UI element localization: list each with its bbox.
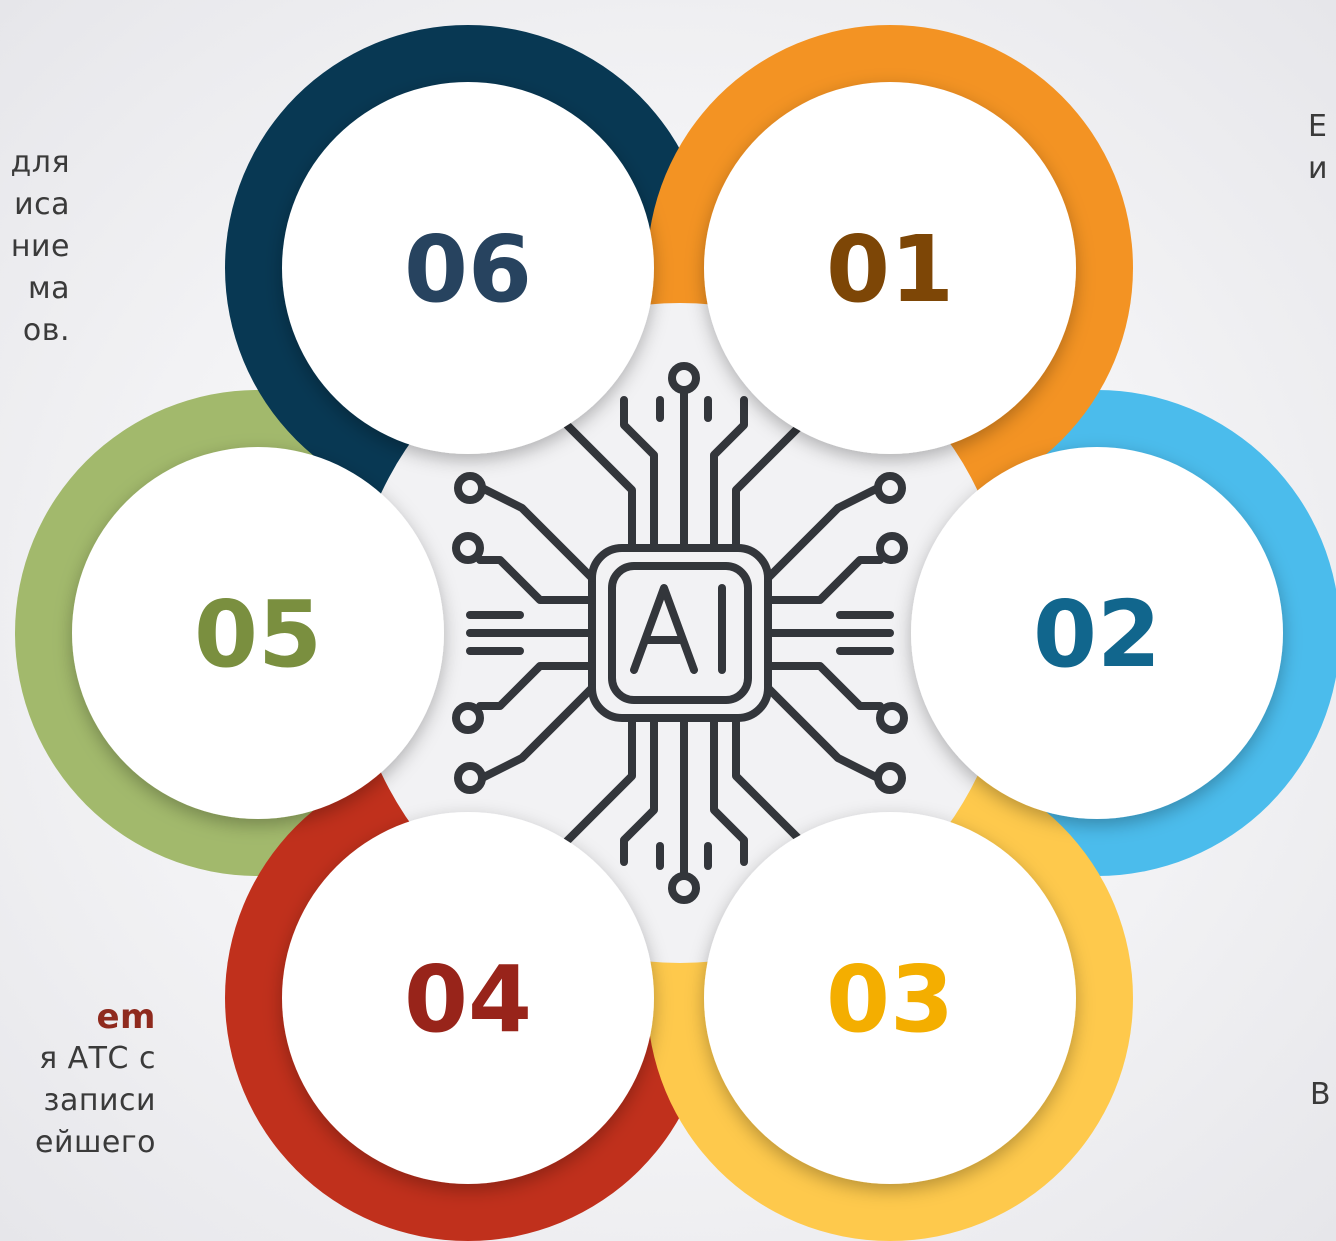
top-left-line: ние <box>10 229 70 264</box>
item-number-01: 01 <box>826 216 954 323</box>
bottom-left-line: я АТС с <box>39 1041 156 1076</box>
bottom-left-line: ейшего <box>35 1125 156 1160</box>
item-number-06: 06 <box>404 216 532 323</box>
number-circle-03 <box>704 812 1076 1184</box>
bottom-left-title: em <box>96 997 156 1037</box>
top-left-line: ма <box>27 271 70 306</box>
top-left-line: иса <box>14 187 70 222</box>
bottom-left-line: записи <box>43 1083 156 1118</box>
item-number-04: 04 <box>404 946 532 1053</box>
item-04: 04 <box>282 812 654 1184</box>
bottom-right-line: В <box>1310 1077 1332 1112</box>
top-left-text: для иса ние ма ов. <box>0 142 70 352</box>
number-circle-02 <box>911 447 1283 819</box>
item-02: 02 <box>911 447 1283 819</box>
bottom-right-text: В <box>1310 1074 1336 1116</box>
bottom-left-text: em я АТС с записи ейшего <box>0 996 156 1164</box>
top-left-line: для <box>10 145 70 180</box>
top-right-text: Е и <box>1308 106 1336 190</box>
top-left-line: ов. <box>22 313 70 348</box>
number-circles: 05 02 04 03 06 01 <box>72 82 1283 1184</box>
item-05: 05 <box>72 447 444 819</box>
top-right-line: Е <box>1308 109 1328 144</box>
item-01: 01 <box>704 82 1076 454</box>
number-circle-06 <box>282 82 654 454</box>
item-number-05: 05 <box>194 581 322 688</box>
number-circle-04 <box>282 812 654 1184</box>
top-right-line: и <box>1308 151 1328 186</box>
number-circle-05 <box>72 447 444 819</box>
item-03: 03 <box>704 812 1076 1184</box>
item-number-02: 02 <box>1033 581 1161 688</box>
item-06: 06 <box>282 82 654 454</box>
number-circle-01 <box>704 82 1076 454</box>
item-number-03: 03 <box>826 946 954 1053</box>
